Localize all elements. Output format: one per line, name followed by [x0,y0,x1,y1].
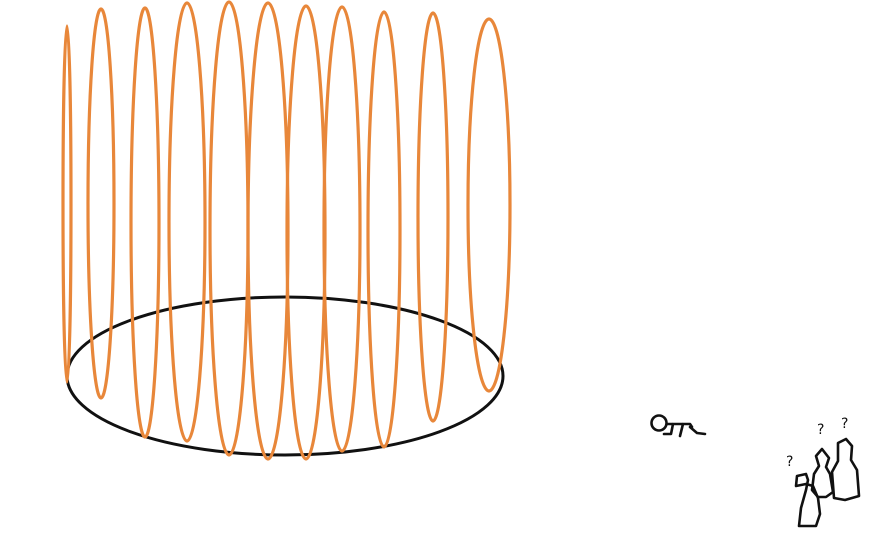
coil-loop [208,0,250,457]
coil-loop [466,17,512,393]
coil-loops [61,0,512,461]
coil-loop [167,1,207,443]
figure-group: ? ? ? [786,416,861,528]
coil-loop [322,5,362,453]
coil-loop [416,11,450,423]
figure-body [662,422,707,438]
figure-left [794,472,822,528]
coil-loop [86,7,116,400]
coil-loop [246,1,290,461]
figure-right [830,437,861,502]
figure-middle [810,447,835,499]
coil-loop [61,24,73,384]
question-mark-right: ? [841,416,848,432]
coil-loop [129,6,161,439]
coil-loop [285,4,327,461]
lying-stick-figure [650,414,707,438]
coil-loop [366,10,402,449]
question-mark-left: ? [786,454,793,470]
question-mark-middle: ? [817,422,824,438]
figure-head [650,414,668,432]
